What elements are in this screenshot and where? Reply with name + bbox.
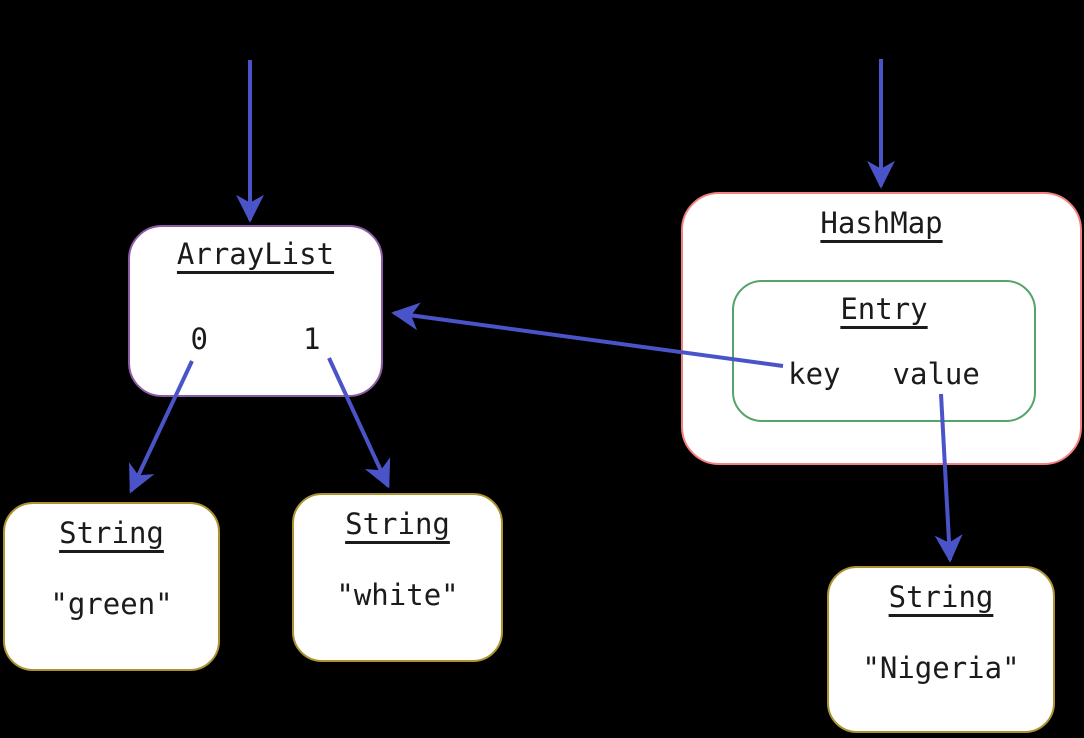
hashmap-title: HashMap <box>820 206 943 240</box>
arraylist-slot-0: 0 <box>190 322 208 356</box>
entry-title: Entry <box>840 292 928 326</box>
entry-fields: key value <box>734 357 1034 392</box>
node-arraylist: ArrayList 0 1 <box>128 225 383 397</box>
arraylist-slot-1: 1 <box>303 322 321 356</box>
arraylist-title: ArrayList <box>176 237 335 271</box>
string-green-value: "green" <box>50 587 173 621</box>
entry-field-key: key <box>788 357 841 391</box>
node-string-green: String "green" <box>3 502 220 671</box>
entry-field-value: value <box>892 357 980 391</box>
node-string-nigeria: String "Nigeria" <box>827 566 1055 733</box>
string-white-value: "white" <box>336 578 459 612</box>
node-entry: Entry key value <box>732 280 1036 422</box>
node-string-white: String "white" <box>292 493 503 662</box>
string-green-title: String <box>59 516 164 550</box>
arraylist-slots: 0 1 <box>130 322 381 357</box>
string-nigeria-value: "Nigeria" <box>862 651 1020 685</box>
string-white-title: String <box>345 507 450 541</box>
string-nigeria-title: String <box>888 580 994 614</box>
